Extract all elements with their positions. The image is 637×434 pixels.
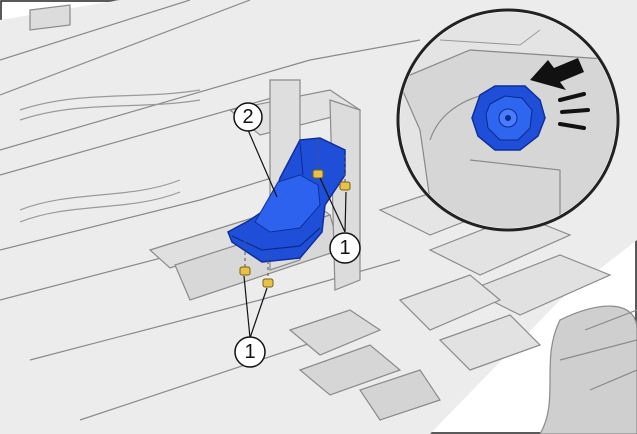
motion-lines-icon (558, 92, 590, 130)
install-guide-lines (244, 140, 346, 280)
detail-view (396, 8, 620, 232)
clip-icon (239, 169, 351, 288)
under-floor-cover (227, 137, 346, 263)
callout-1-lower: 1 (234, 336, 266, 368)
callout-1-upper: 1 (329, 232, 361, 264)
press-arrow-icon (530, 58, 584, 90)
callout-2: 2 (233, 102, 263, 132)
callout-1-lower-label: 1 (244, 341, 255, 363)
leader-lines (243, 129, 347, 339)
clip-detail-icon (471, 85, 546, 151)
callout-2-label: 2 (242, 106, 253, 128)
callout-1-upper-label: 1 (339, 237, 350, 259)
